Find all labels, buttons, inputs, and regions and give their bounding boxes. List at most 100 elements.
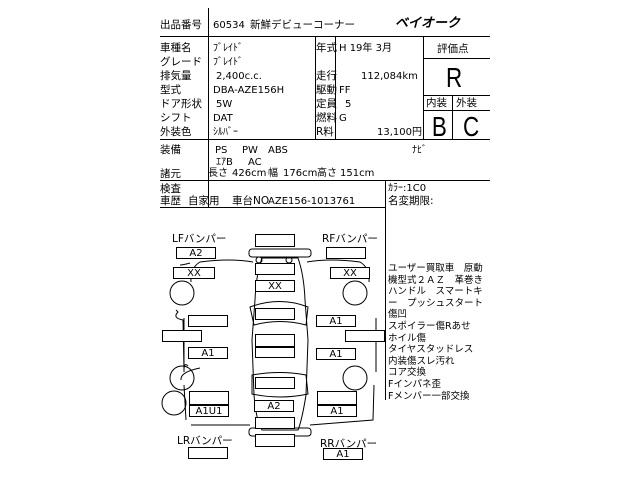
l-quarter-upper-box [189, 391, 229, 405]
history: 自家用 [188, 195, 220, 207]
l-front-door-box [188, 315, 228, 327]
history-label: 車歴 [160, 195, 181, 207]
divider [160, 180, 490, 181]
roof-box [255, 334, 295, 347]
fuel-label: 燃料 [316, 112, 337, 124]
rf-fender-box: XX [330, 267, 370, 279]
grade: ﾌﾞﾚｲﾄﾞ [213, 57, 243, 68]
lot-number: 60534 [213, 20, 245, 31]
l-mirror-box [162, 330, 202, 342]
width: 176cm [283, 168, 318, 179]
lf-fender-box: XX [173, 267, 215, 279]
note-line: タイヤスタッドレス [388, 344, 474, 356]
note-line: 機型式２ＡＺ 革巻き [388, 274, 484, 286]
equip-pw: PW [242, 145, 258, 156]
trunk-box: A2 [254, 400, 294, 412]
windshield-shape [249, 301, 309, 326]
fee-label: R料 [316, 126, 334, 138]
windshield-box [255, 308, 295, 320]
inspection-label: 検査 [160, 183, 181, 195]
displacement: 2,400c.c. [216, 71, 262, 82]
divider [335, 36, 336, 139]
r-quarter-box: A1 [317, 405, 357, 417]
divider [423, 110, 490, 111]
chassis-label: 車台NO [232, 195, 270, 207]
divider [160, 207, 385, 208]
left-side-outline [175, 259, 254, 426]
rr-wheel-icon [342, 365, 368, 391]
length: 426cm [232, 168, 267, 179]
equip-ps: PS [215, 145, 228, 156]
score-label: 評価点 [437, 43, 469, 55]
left-panel-lines [179, 262, 191, 421]
color-label: 外装色 [160, 126, 192, 138]
r-front-door-box: A1 [316, 315, 356, 327]
notes-list: ユーザー買取車 原動機型式２ＡＺ 革巻きハンドル スマートキー プッシュスタート… [388, 263, 483, 402]
rear-bumper-center-box [255, 434, 295, 447]
shift: DAT [213, 113, 233, 124]
drive-label: 駆動 [316, 84, 337, 96]
grade-label: グレード [160, 56, 202, 68]
lf-wheel-icon [169, 280, 195, 306]
lf-bumper-box: A2 [176, 247, 216, 259]
equip-ac: AC [248, 157, 262, 168]
rear-panel-box [255, 417, 295, 429]
capacity: 5 [345, 99, 352, 110]
note-line: 内装傷スレ汚れ [388, 355, 455, 367]
divider [208, 8, 209, 208]
displacement-label: 排気量 [160, 70, 192, 82]
lr-wheel-icon [169, 365, 195, 391]
shift-label: シフト [160, 112, 192, 124]
divider [423, 95, 490, 96]
height: 151cm [340, 168, 375, 179]
note-line: ホイル傷 [388, 332, 427, 344]
score: R [446, 62, 463, 93]
r-mirror-box [345, 330, 385, 342]
note-line: Fメンバー一部交換 [388, 390, 470, 402]
car-name-label: 車種名 [160, 42, 192, 54]
rr-bumper-box: A1 [323, 448, 363, 460]
year: H 19年 3月 [339, 43, 392, 54]
door: 5W [216, 99, 233, 110]
color: ｼﾙﾊﾞｰ [213, 127, 238, 138]
roof-rear-box [255, 347, 295, 358]
drive: FF [339, 85, 351, 96]
transfer-deadline-label: 名変期限: [388, 195, 434, 207]
mileage-label: 走行 [316, 70, 337, 82]
rf-bumper-box [326, 247, 366, 259]
lf-bumper-label: LFバンパー [172, 233, 227, 245]
divider [423, 36, 424, 139]
model-label: 型式 [160, 84, 181, 96]
front-bumper-shape [248, 248, 312, 258]
interior-grade: B [431, 111, 447, 142]
rear-window-shape [251, 372, 309, 398]
note-line: Fインパネ歪 [388, 378, 441, 390]
door-label: ドア形状 [160, 98, 202, 110]
rf-wheel-icon [342, 280, 368, 306]
capacity-label: 定員 [316, 98, 337, 110]
note-line: ユーザー買取車 原動 [388, 263, 483, 274]
note-line: ハンドル スマートキ [388, 286, 483, 298]
l-rear-door-box: A1 [188, 347, 228, 359]
l-quarter-box: A1U1 [189, 405, 229, 417]
lr-extra-circle-icon [161, 390, 187, 416]
r-rear-door-box: A1 [316, 348, 356, 360]
divider [160, 36, 490, 37]
exterior-grade: C [463, 111, 480, 142]
model: DBA-AZE156H [213, 85, 285, 96]
lot-label: 出品番号 [160, 19, 202, 31]
equip-navi: ﾅﾋﾞ [412, 145, 427, 156]
divider [315, 36, 316, 139]
divider [385, 180, 386, 400]
interior-label: 内装 [426, 97, 447, 109]
divider [160, 139, 490, 140]
exterior-label: 外装 [456, 97, 477, 109]
lr-bumper-label: LRバンパー [177, 435, 233, 447]
width-label: 幅 [268, 168, 278, 179]
year-label: 年式 [316, 42, 337, 54]
r-quarter-upper-box [317, 391, 357, 405]
note-line: 傷凹 [388, 309, 408, 321]
equipment-label: 装備 [160, 144, 181, 156]
divider [452, 95, 453, 139]
logo: ベイオーク [395, 16, 461, 31]
